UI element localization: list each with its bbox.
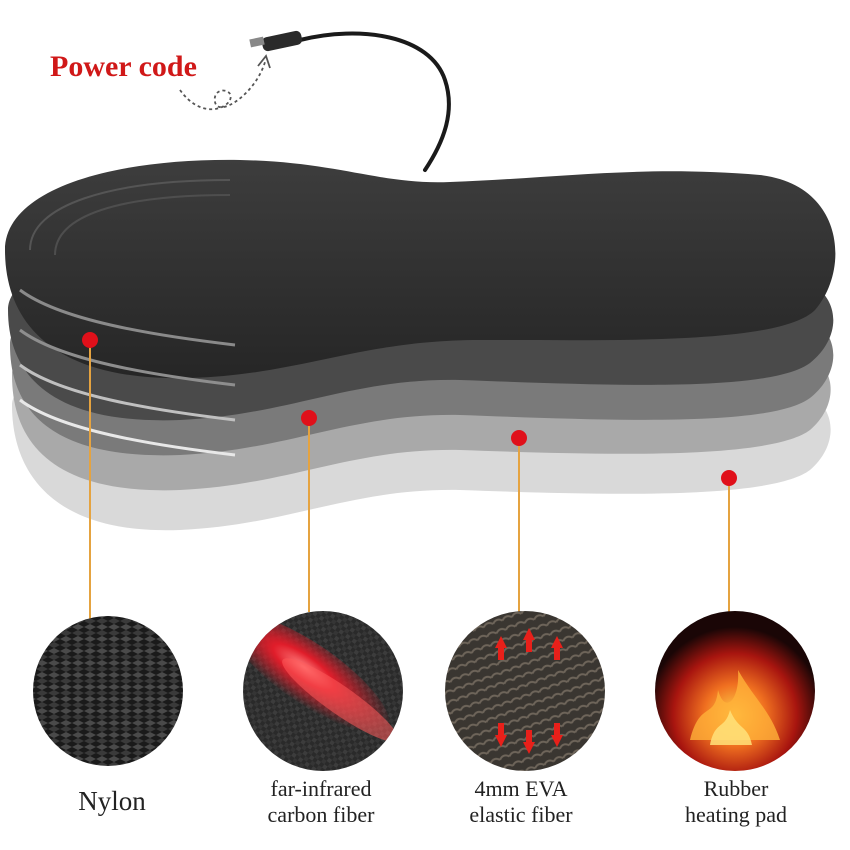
marker-dot-carbon	[301, 410, 317, 426]
red-carbon-fiber-texture	[243, 611, 403, 771]
layer-caption-eva: 4mm EVA elastic fiber	[421, 776, 621, 828]
insole-stack	[5, 159, 836, 531]
caption-line: Nylon	[78, 786, 146, 816]
leader-lines	[89, 340, 730, 620]
layer-caption-nylon: Nylon	[12, 786, 212, 816]
power-code-label: Power code	[50, 50, 197, 83]
power-cable	[249, 30, 451, 172]
layer-caption-rubber: Rubber heating pad	[636, 776, 836, 828]
caption-line: far-infrared	[270, 776, 372, 801]
caption-line: elastic fiber	[469, 802, 573, 827]
marker-dot-eva	[511, 430, 527, 446]
layer-caption-carbon-fiber: far-infrared carbon fiber	[221, 776, 421, 828]
dotted-arrow-icon	[179, 54, 271, 111]
caption-line: heating pad	[684, 802, 788, 827]
marker-dot-nylon	[82, 332, 98, 348]
marker-dot-rubber	[721, 470, 737, 486]
nylon-mesh-texture	[33, 616, 183, 766]
caption-line: carbon fiber	[267, 802, 375, 827]
eva-fiber-with-red-arrows-texture	[445, 611, 605, 771]
caption-line: 4mm EVA	[474, 776, 568, 801]
flame-heating-texture	[655, 611, 815, 771]
caption-line: Rubber	[703, 776, 769, 801]
